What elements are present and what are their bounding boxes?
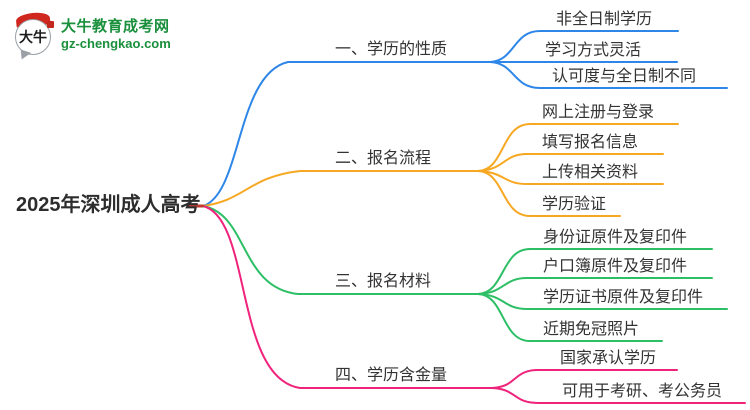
branch-3-child-4-label: 近期免冠照片 [543,321,640,338]
site-url: gz-chengkao.com [61,36,171,51]
branch-1-main-edge [202,61,491,207]
branch-1-child-1-edge [489,30,679,63]
branch-3-child-3-edge [477,293,728,310]
branch-4-child-1-label: 国家承认学历 [560,350,657,367]
site-logo: 大牛 大牛教育成考网 gz-chengkao.com [13,11,171,62]
branch-4-main-edge [202,205,493,389]
branch-2-child-2-label: 填写报名信息 [542,134,639,151]
branch-3-main-edge [202,205,479,295]
branch-1-edges [202,30,728,207]
branch-4-child-2-label: 可用于考研、考公务员 [562,383,723,400]
branch-3-child-1-edge [477,248,713,295]
branch-3-child-2-edge [477,277,713,295]
branch-2-main-edge [202,170,479,207]
branch-2-child-3-label: 上传相关资料 [542,164,639,181]
branch-3-edges [202,205,728,342]
logo-bubble-tail [17,49,32,62]
logo-bull-icon: 大牛 [13,11,57,62]
branch-1-child-3-label: 认可度与全日制不同 [552,68,697,85]
branch-4-child-2-edge [491,387,746,404]
branch-1-child-2-label: 学习方式灵活 [545,42,642,59]
branch-3-child-1-label: 身份证原件及复印件 [543,229,688,246]
branch-2-child-1-label: 网上注册与登录 [542,104,655,121]
logo-bubble: 大牛 [15,19,51,55]
branch-2-label: 二、报名流程 [335,150,432,167]
branch-2-child-1-edge [477,123,679,172]
logo-seal-icon [47,21,54,28]
site-name: 大牛教育成考网 [61,18,170,35]
logo-text-block: 大牛教育成考网 gz-chengkao.com [61,12,171,51]
branch-2-child-4-label: 学历验证 [542,196,607,213]
branch-4-child-1-edge [491,369,678,389]
branch-3-label: 三、报名材料 [335,273,432,290]
branch-1-child-1-label: 非全日制学历 [556,11,653,28]
branch-4-edges [202,205,746,404]
branch-3-child-2-label: 户口簿原件及复印件 [543,258,688,275]
branch-1-label: 一、学历的性质 [335,41,448,58]
branch-3-child-3-label: 学历证书原件及复印件 [543,289,704,306]
branch-4-label: 四、学历含金量 [335,367,448,384]
root-node-label: 2025年深圳成人高考 [16,194,201,216]
branch-2-child-4-edge [477,170,621,217]
branch-2-edges [202,123,679,217]
branch-2-child-2-edge [477,153,664,172]
branch-1-child-3-edge [489,61,728,89]
branch-3-child-4-edge [477,293,663,342]
